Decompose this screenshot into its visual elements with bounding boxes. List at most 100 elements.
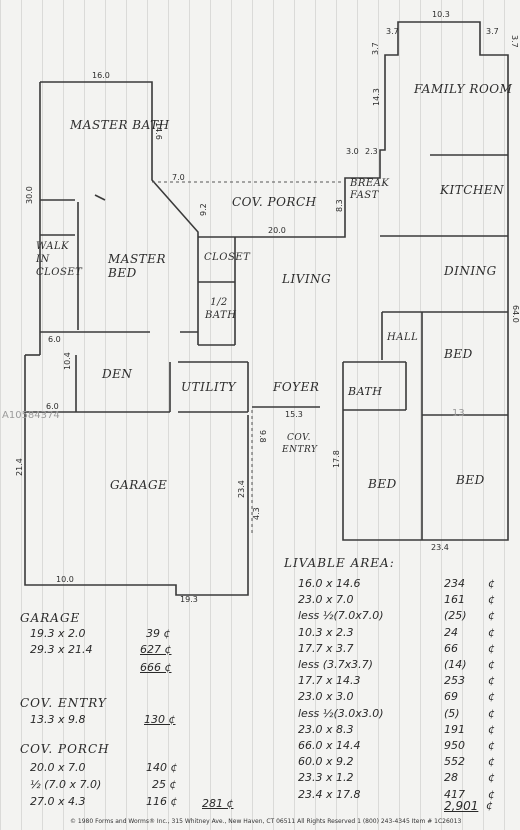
- livable-expr: 66.0 x 14.4: [298, 739, 361, 752]
- livable-area: (14): [444, 658, 467, 671]
- garage-calc-total: 666 ¢: [140, 661, 172, 674]
- livable-area: 28: [444, 771, 458, 785]
- livable-area: 234: [444, 577, 465, 590]
- dim-label: 14.6: [154, 122, 163, 140]
- livable-area: (5): [444, 706, 460, 720]
- dim-label: 17.8: [332, 450, 341, 468]
- dim-label: 3.7: [386, 27, 399, 36]
- room-den: DEN: [102, 367, 133, 381]
- livable-expr: 23.0 x 7.0: [298, 593, 354, 607]
- calc-area: 116 ¢: [146, 795, 178, 808]
- calc-expr: 29.3 x 21.4: [30, 643, 93, 656]
- calc-expr: ½ (7.0 x 7.0): [30, 778, 102, 791]
- livable-unit: ¢: [488, 739, 495, 752]
- dim-label: 20.0: [268, 226, 286, 235]
- livable-expr: 60.0 x 9.2: [298, 755, 354, 769]
- livable-unit: ¢: [488, 577, 495, 590]
- wall-bed-wing: [342, 310, 509, 541]
- room-closet: CLOSET: [204, 252, 251, 263]
- wall-garage: [24, 355, 249, 596]
- room-cov-porch: COV. PORCH: [232, 195, 317, 209]
- dim-label: 64.0: [511, 305, 520, 323]
- dim-label: 16.0: [92, 71, 110, 80]
- room-master-bed: MASTER BED: [108, 252, 166, 280]
- dim-label: 23.4: [237, 480, 246, 498]
- room-living: LIVING: [282, 272, 332, 286]
- room-walk-in-closet: WALK IN CLOSET: [36, 241, 83, 278]
- livable-title: LIVABLE AREA:: [284, 556, 395, 570]
- dim-label: 3.7: [486, 27, 499, 36]
- porch-calc-total: 281 ¢: [202, 797, 234, 810]
- livable-area: 253: [444, 674, 465, 688]
- dim-label: 4.3: [252, 507, 261, 520]
- livable-area: 24: [444, 625, 458, 639]
- livable-unit: ¢: [488, 625, 495, 639]
- calc-expr: 20.0 x 7.0: [30, 761, 86, 774]
- livable-expr: 17.7 x 3.7: [298, 641, 354, 655]
- livable-area: 191: [444, 722, 465, 736]
- livable-area: 161: [444, 593, 465, 607]
- room-break-fast: BREAK FAST: [350, 178, 390, 201]
- room-bath: BATH: [348, 385, 383, 398]
- livable-expr: 23.3 x 1.2: [298, 771, 354, 785]
- dim-label: 30.0: [25, 186, 34, 204]
- livable-area: 950: [444, 739, 465, 752]
- livable-unit: ¢: [488, 609, 495, 623]
- livable-area: 69: [444, 690, 458, 704]
- wall-master-suite: [40, 81, 199, 237]
- room-utility: UTILITY: [181, 380, 236, 394]
- room-kitchen: KITCHEN: [440, 183, 505, 197]
- dim-label: 15.3: [285, 410, 303, 419]
- livable-expr: 16.0 x 14.6: [298, 577, 361, 590]
- dim-label: 3.7: [510, 35, 519, 48]
- room-half-bath: 1/2 BATH: [205, 297, 237, 321]
- footer-copyright: © 1980 Forms and Worms® Inc., 315 Whitne…: [70, 818, 462, 825]
- porch-calc-title: COV. PORCH: [20, 742, 110, 756]
- calc-area: 140 ¢: [146, 761, 178, 774]
- dim-label: 6.0: [46, 402, 59, 411]
- livable-expr: 17.7 x 14.3: [298, 674, 361, 688]
- livable-unit: ¢: [488, 787, 495, 801]
- livable-unit: ¢: [488, 771, 495, 785]
- calc-expr: 19.3 x 2.0: [30, 627, 86, 640]
- dim-label: 10.0: [56, 575, 74, 584]
- calc-area: 130 ¢: [144, 713, 176, 726]
- room-bed-far: BED: [456, 473, 485, 487]
- livable-area: 66: [444, 641, 458, 655]
- livable-unit: ¢: [488, 658, 495, 671]
- livable-expr: 23.0 x 8.3: [298, 722, 354, 736]
- calc-expr: 27.0 x 4.3: [30, 795, 86, 808]
- garage-calc-title: GARAGE: [20, 611, 81, 625]
- room-cov-entry: COV. ENTRY: [282, 433, 318, 455]
- livable-unit: ¢: [488, 722, 495, 736]
- calc-area: 627 ¢: [140, 643, 172, 656]
- room-bed-mid: BED: [368, 477, 397, 491]
- livable-unit: ¢: [488, 674, 495, 688]
- dim-label: 9.2: [199, 203, 208, 216]
- wall-porch: [198, 21, 509, 310]
- room-hall: HALL: [387, 332, 419, 343]
- dim-label: 6.0: [48, 335, 61, 344]
- dim-label: 19.3: [180, 595, 198, 604]
- dim-label: 23.4: [431, 543, 449, 552]
- dim-label: 7.0: [172, 173, 185, 182]
- calc-area: 25 ¢: [152, 778, 177, 791]
- livable-total: 2,901: [444, 799, 479, 813]
- room-garage: GARAGE: [110, 478, 168, 492]
- livable-area: 552: [444, 755, 465, 769]
- dim-label: 3.7: [371, 42, 380, 55]
- livable-expr: 23.0 x 3.0: [298, 690, 354, 704]
- room-dining: DINING: [444, 264, 497, 278]
- livable-total-unit: ¢: [486, 799, 493, 812]
- livable-expr: less (3.7x3.7): [298, 658, 373, 671]
- calc-area: 39 ¢: [146, 627, 171, 640]
- livable-expr: 10.3 x 2.3: [298, 625, 354, 639]
- livable-unit: ¢: [488, 755, 495, 769]
- livable-expr: 23.4 x 17.8: [298, 787, 361, 801]
- livable-expr: less ½(7.0x7.0): [298, 609, 384, 623]
- dim-label: 9.8: [258, 430, 267, 443]
- livable-area: 417: [444, 787, 465, 801]
- livable-unit: ¢: [488, 690, 495, 704]
- dim-label: 14.3: [372, 88, 381, 106]
